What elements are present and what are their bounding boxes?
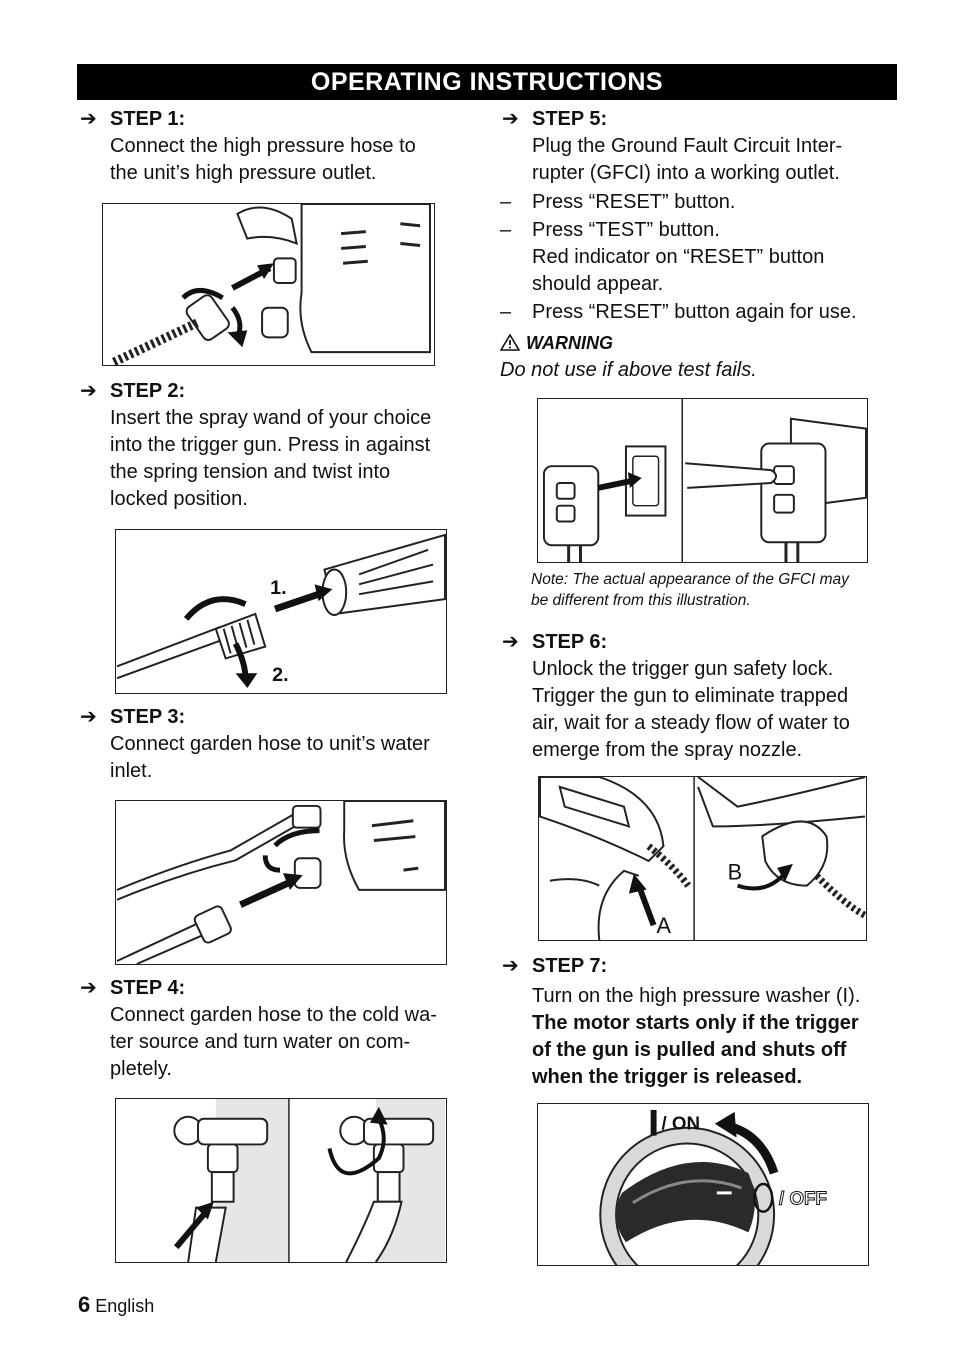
arrow-right-icon: ➔ [502,631,519,653]
step-6-line: emerge from the spray nozzle. [532,739,803,761]
step-7: ➔ STEP 7: Turn on the high pressure washe… [500,953,910,1091]
switch-off-label: / OFF [779,1188,827,1209]
figure-power-switch: / ON / OFF [537,1103,869,1266]
step-7-line: Turn on the high pressure washer (I). [532,985,861,1007]
arrow-right-icon: ➔ [80,706,97,728]
switch-on-label: / ON [662,1113,701,1134]
step-5-line: rupter (GFCI) into a working outlet. [532,162,840,184]
gfci-note: Note: The actual appearance of the GFCI … [531,571,849,609]
step-6-label: STEP 6: [532,631,608,653]
step-2-label: STEP 2: [110,380,186,402]
step-4-line: Connect garden hose to the cold wa- [110,1004,437,1026]
list-item: – Press “TEST” button. Red indicator on … [500,219,825,295]
step-4-label: STEP 4: [110,977,186,999]
step-1-line: the unit’s high pressure outlet. [110,162,377,184]
arrow-right-icon: ➔ [502,955,519,977]
section-title-banner: OPERATING INSTRUCTIONS [77,64,897,100]
footer-language: English [95,1296,155,1316]
step-5-label: STEP 5: [532,108,608,130]
warning-text: Do not use if above test fails. [500,359,757,381]
step-4: ➔ STEP 4: Connect garden hose to the cold… [78,975,478,1083]
step-1-label: STEP 1: [110,108,186,130]
step-3-label: STEP 3: [110,706,186,728]
step-3-line: Connect garden hose to unit’s water [110,733,430,755]
figure-gfci-outlet [537,398,868,563]
step-6-line: Trigger the gun to eliminate trapped [532,685,849,707]
arrow-right-icon: ➔ [80,380,97,402]
step-2-line: the spring tension and twist into [110,461,391,483]
figure-garden-hose-inlet [115,800,447,965]
page-footer: 6 English [78,1292,154,1318]
step-3-line: inlet. [110,760,153,782]
step-7-bold-line: of the gun is pulled and shuts off [532,1039,847,1061]
step-1: ➔ STEP 1: Connect the high pressure hose … [78,106,478,187]
figure-label-1: 1. [270,577,286,599]
step-1-line: Connect the high pressure hose to [110,135,416,157]
list-item: – Press “RESET” button. [500,191,736,213]
step-2-line: locked position. [110,488,248,510]
figure-label-a: A [657,913,672,938]
list-item: – Press “RESET” button again for use. [500,301,857,323]
step-7-bold-line: The motor starts only if the trigger [532,1012,859,1034]
warning-triangle-icon [499,333,521,351]
step-5-line: Plug the Ground Fault Circuit Inter- [532,135,843,157]
arrow-right-icon: ➔ [80,108,97,130]
step-6-line: air, wait for a steady flow of water to [532,712,850,734]
step-2: ➔ STEP 2: Insert the spray wand of your c… [78,378,478,513]
warning-heading: WARNING [499,330,910,357]
figure-trigger-gun: A B [538,776,867,941]
step-6-line: Unlock the trigger gun safety lock. [532,658,834,680]
figure-high-pressure-hose-connection [102,203,435,366]
arrow-right-icon: ➔ [502,108,519,130]
figure-faucet-connection [115,1098,447,1263]
step-4-line: ter source and turn water on com- [110,1031,411,1053]
step-5: ➔ STEP 5: Plug the Ground Fault Circuit I… [499,106,910,384]
step-7-bold-line: when the trigger is released. [532,1066,803,1088]
page-number: 6 [78,1292,91,1317]
figure-spray-wand-insert: 1. 2. [115,529,447,694]
step-2-line: Insert the spray wand of your choice [110,407,432,429]
step-4-line: pletely. [110,1058,172,1080]
step-6: ➔ STEP 6: Unlock the trigger gun safety l… [500,629,910,764]
step-7-label: STEP 7: [532,955,608,977]
step-3: ➔ STEP 3: Connect garden hose to unit’s w… [78,704,478,785]
figure-label-2: 2. [272,664,288,686]
arrow-right-icon: ➔ [80,977,97,999]
figure-label-b: B [728,860,743,885]
step-2-line: into the trigger gun. Press in against [110,434,431,456]
page-title: OPERATING INSTRUCTIONS [310,68,664,96]
